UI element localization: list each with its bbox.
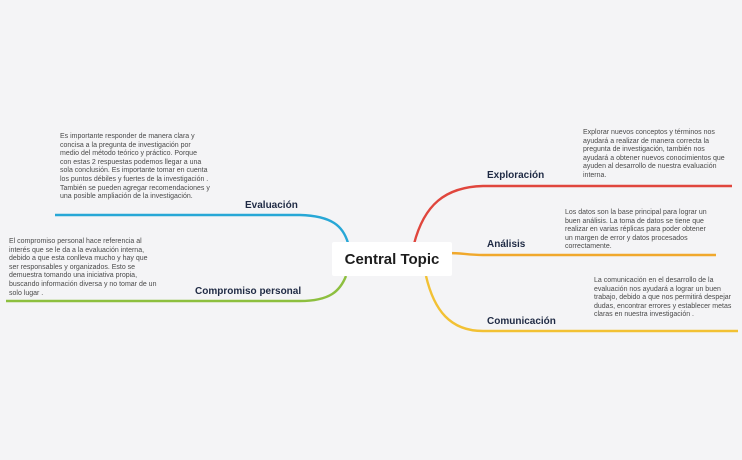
branch-label-analisis[interactable]: Análisis [487, 239, 526, 250]
branch-note-exploracion[interactable]: Explorar nuevos conceptos y términos nos… [583, 129, 725, 179]
connector-comunicacion [424, 275, 738, 333]
branch-label-comunicacion[interactable]: Comunicación [487, 316, 556, 327]
branch-note-analisis[interactable]: Los datos son la base principal para log… [565, 209, 707, 251]
branch-label-exploracion[interactable]: Exploración [487, 170, 545, 181]
branch-label-compromiso[interactable]: Compromiso personal [195, 286, 302, 297]
connector-exploracion [412, 184, 732, 245]
branch-label-evaluacion[interactable]: Evaluación [245, 200, 298, 211]
branch-note-compromiso[interactable]: El compromiso personal hace referencia a… [9, 238, 157, 297]
branch-note-comunicacion[interactable]: La comunicación en el desarrollo de la e… [594, 277, 732, 319]
connector-compromiso [6, 275, 348, 303]
branch-note-evaluacion[interactable]: Es importante responder de manera clara … [60, 133, 210, 201]
connector-evaluacion [55, 213, 350, 244]
central-topic[interactable]: Central Topic [332, 242, 452, 276]
connector-analisis [447, 251, 716, 257]
